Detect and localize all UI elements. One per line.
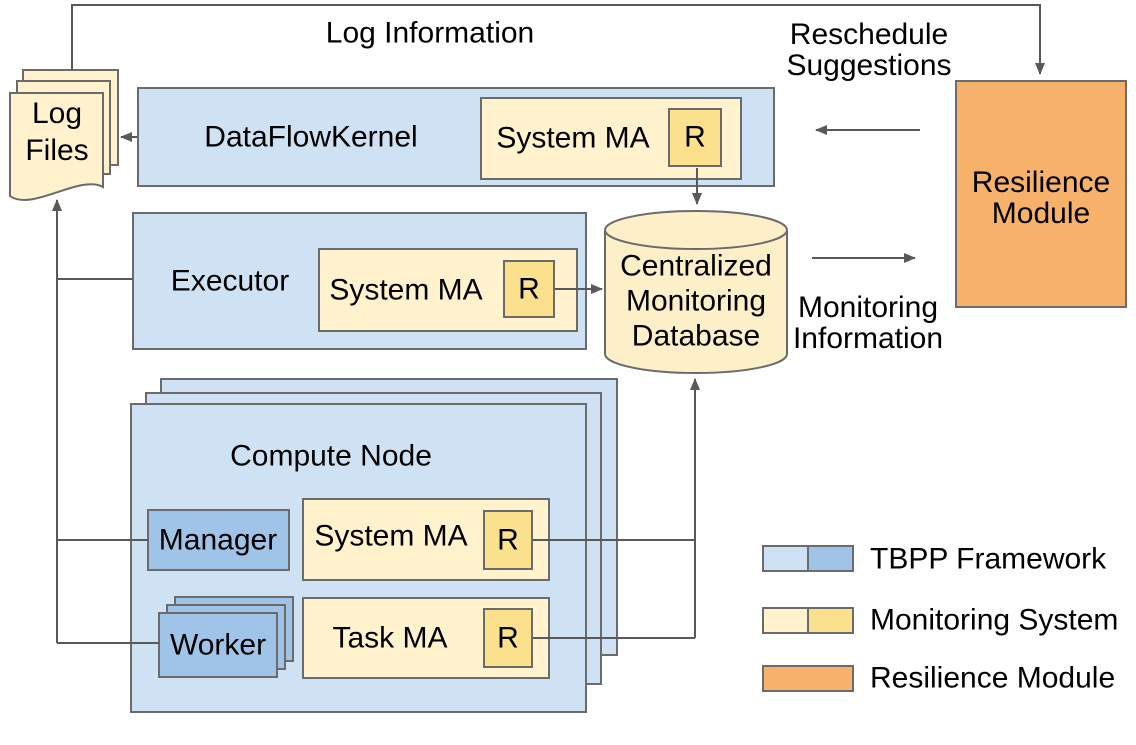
resilience-line2: Module bbox=[991, 197, 1091, 230]
database-line1: Centralized bbox=[620, 249, 772, 283]
legend-label-tbpp: TBPP Framework bbox=[870, 542, 1107, 576]
r-label-compute-system: R bbox=[497, 523, 519, 557]
resilience-module-label: Resilience Module bbox=[972, 167, 1110, 229]
r-label-dfk: R bbox=[684, 120, 706, 154]
compute-node-label: Compute Node bbox=[230, 439, 432, 473]
system-ma-label-executor: System MA bbox=[329, 273, 483, 307]
database-label: Centralized Monitoring Database bbox=[620, 249, 772, 354]
legend-swatch-monitoring-cream bbox=[762, 607, 809, 634]
legend-swatch-monitoring-gold bbox=[807, 607, 854, 634]
r-label-executor: R bbox=[518, 272, 540, 306]
dataflow-kernel-label: DataFlowKernel bbox=[204, 120, 418, 154]
r-label-compute-task: R bbox=[497, 621, 519, 655]
database-line2: Monitoring bbox=[625, 284, 767, 318]
r-box-compute-system bbox=[483, 510, 533, 570]
resilience-module-box bbox=[955, 80, 1127, 308]
legend-label-resilience: Resilience Module bbox=[870, 661, 1116, 695]
monitoring-line2: Information bbox=[792, 322, 944, 355]
system-ma-label-dfk: System MA bbox=[496, 121, 650, 155]
r-box-dfk bbox=[668, 108, 722, 167]
monitoring-line1: Monitoring bbox=[797, 291, 939, 324]
manager-label: Manager bbox=[158, 523, 278, 557]
task-ma-label: Task MA bbox=[332, 621, 448, 655]
reschedule-line2: Suggestions bbox=[786, 49, 952, 82]
legend-swatch-tbpp-medium bbox=[807, 545, 854, 572]
legend-swatch-tbpp-light bbox=[762, 545, 809, 572]
monitoring-information-label: Monitoring Information bbox=[793, 292, 943, 354]
reschedule-line1: Reschedule bbox=[789, 18, 949, 51]
executor-label: Executor bbox=[170, 264, 290, 298]
database-line3: Database bbox=[631, 319, 761, 353]
worker-box-front bbox=[158, 612, 278, 678]
log-information-label: Log Information bbox=[325, 16, 535, 50]
r-box-executor bbox=[503, 260, 555, 318]
reschedule-suggestions-label: Reschedule Suggestions bbox=[786, 19, 951, 81]
worker-label: Worker bbox=[169, 628, 267, 662]
resilience-line1: Resilience bbox=[971, 166, 1111, 199]
system-ma-label-compute: System MA bbox=[314, 519, 468, 553]
log-files-label: Log Files bbox=[25, 95, 88, 169]
manager-box bbox=[147, 509, 290, 571]
legend-swatch-resilience bbox=[762, 665, 854, 692]
legend-label-monitoring: Monitoring System bbox=[870, 603, 1119, 637]
log-files-line1: Log bbox=[31, 97, 83, 130]
log-files-line2: Files bbox=[25, 134, 89, 167]
r-box-compute-task bbox=[483, 608, 533, 668]
